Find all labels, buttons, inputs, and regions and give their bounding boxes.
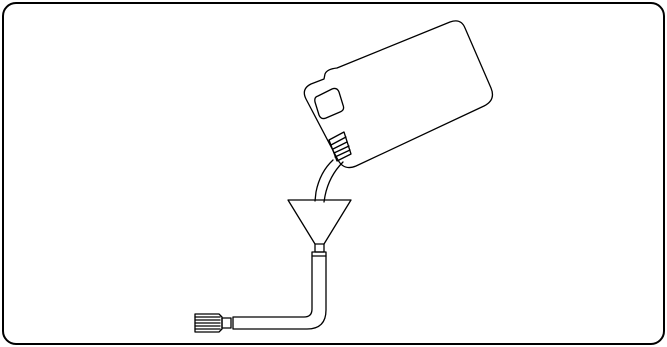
fluid-canister xyxy=(303,20,494,169)
canister-handle xyxy=(314,87,345,120)
hose-connector xyxy=(194,313,232,333)
drain-hose xyxy=(232,251,327,330)
funnel xyxy=(287,199,352,253)
pour-tube xyxy=(314,159,344,203)
pouring-fluid-diagram xyxy=(194,20,494,333)
canister-spout xyxy=(328,131,352,162)
